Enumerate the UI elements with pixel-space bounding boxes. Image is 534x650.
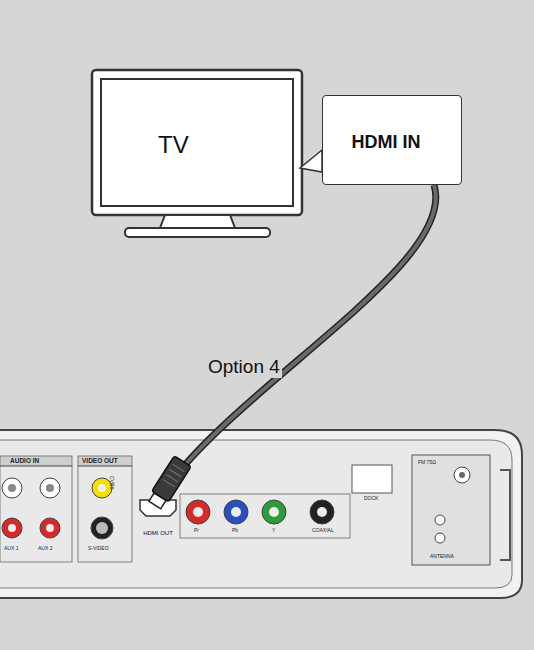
callout-box: HDMI IN [322, 95, 462, 185]
handle [500, 470, 510, 560]
audio-jack [2, 478, 60, 538]
group-frame [78, 466, 132, 562]
tv-bezel [92, 70, 302, 215]
tv-neck [160, 215, 235, 228]
tv-stand [125, 228, 270, 237]
panel-label: VIDEO OUT [82, 458, 118, 465]
node-label: HDMI OUT [132, 530, 184, 537]
panel-label: AUDIO IN [10, 458, 39, 465]
header-bar [78, 456, 132, 466]
device-back-panel [0, 440, 512, 588]
panel-label: DOCK [364, 496, 378, 501]
component-jack [186, 500, 334, 524]
panel-label: Pr [194, 528, 199, 533]
header-bar [0, 456, 72, 466]
panel-label: COAXIAL [312, 528, 334, 533]
node-label: HDMI IN [351, 132, 421, 153]
callout-pointer [300, 150, 322, 172]
antenna-panel [412, 455, 490, 565]
panel-label: AUX 1 [4, 546, 18, 551]
panel-label: AUX 2 [38, 546, 52, 551]
hdmi-cable [146, 185, 436, 510]
option-label: Option 4 [206, 356, 282, 378]
hdmi-out-port: HDMI OUT [132, 500, 184, 544]
panel-label: Y [272, 528, 275, 533]
fm-socket [454, 467, 470, 483]
panel-label: ANTENNA [430, 554, 454, 559]
panel-label: S-VIDEO [88, 546, 109, 551]
group-frame [0, 466, 72, 562]
node-label: TV [158, 132, 292, 158]
panel-label: CVBS [109, 476, 114, 490]
tv-screen: TV [100, 78, 294, 207]
dock-port [352, 465, 392, 493]
panel-label: Pb [232, 528, 238, 533]
device-body [0, 430, 522, 598]
panel-label: FM 75Ω [418, 460, 436, 465]
am-terminal [435, 515, 445, 525]
group-frame [180, 494, 350, 538]
am-terminal [435, 533, 445, 543]
